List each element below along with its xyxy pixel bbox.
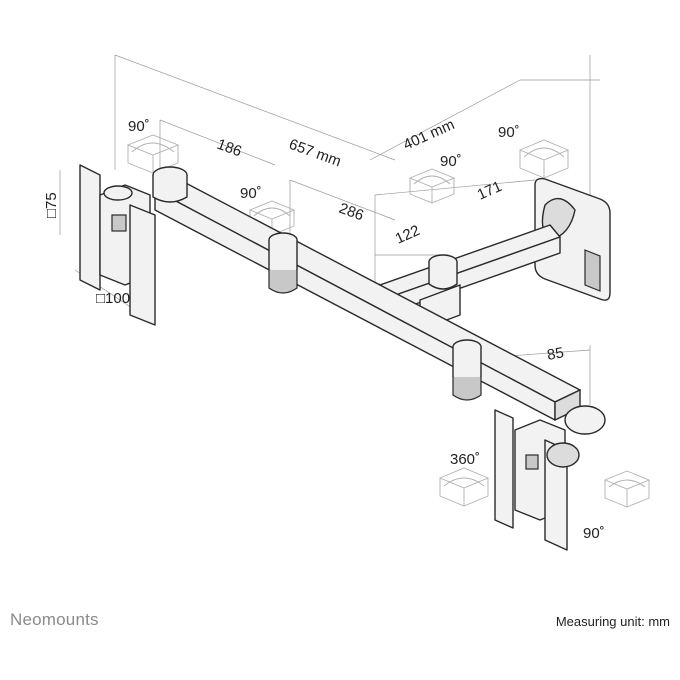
measuring-unit-note: Measuring unit: mm bbox=[555, 614, 670, 629]
left-vesa-bracket bbox=[79, 164, 156, 326]
dimension-lines bbox=[59, 54, 600, 405]
brand-logo-text: Neomounts bbox=[10, 610, 99, 629]
vesa-75-label: □75 bbox=[43, 192, 60, 218]
depth-401-label: 401 mm bbox=[401, 116, 457, 154]
width-657-label: 657 mm bbox=[287, 136, 344, 171]
width-122-label: 122 bbox=[393, 222, 423, 248]
angle-center-right-label: 90˚ bbox=[440, 153, 462, 170]
width-286-label: 286 bbox=[337, 200, 366, 225]
width-85-label: 85 bbox=[546, 344, 565, 364]
vesa-100-label: □100 bbox=[96, 290, 130, 307]
width-186-label: 186 bbox=[215, 136, 244, 161]
angle-center-label: 90˚ bbox=[240, 185, 262, 202]
mount-diagram: 90˚ 186 657 mm 401 mm 90˚ 90˚ 90˚ 286 17… bbox=[43, 54, 651, 551]
right-vesa-bracket bbox=[494, 405, 606, 551]
main-arm bbox=[152, 166, 581, 422]
angle-360-label: 360˚ bbox=[450, 451, 480, 468]
width-171-label: 171 bbox=[475, 178, 505, 204]
angle-top-left-label: 90˚ bbox=[128, 118, 150, 135]
angle-bottom-right-label: 90˚ bbox=[583, 525, 605, 542]
angle-top-right-label: 90˚ bbox=[498, 124, 520, 141]
rotation-indicators bbox=[126, 134, 651, 508]
